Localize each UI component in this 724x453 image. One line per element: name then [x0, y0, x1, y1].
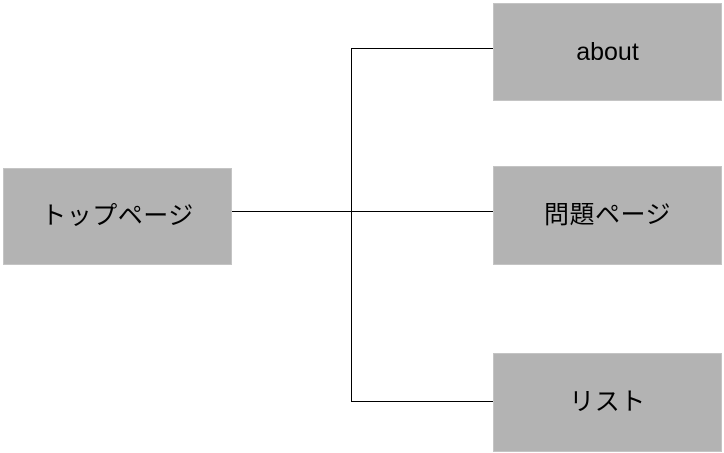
node-list-label: リスト — [569, 388, 646, 416]
node-top-page-label: トップページ — [41, 202, 194, 230]
node-about-label: about — [576, 37, 639, 66]
node-question-page-label: 問題ページ — [543, 201, 671, 229]
node-top-page[interactable]: トップページ — [3, 168, 232, 265]
node-list[interactable]: リスト — [493, 353, 722, 452]
node-about[interactable]: about — [493, 3, 722, 101]
node-question-page[interactable]: 問題ページ — [493, 166, 722, 265]
